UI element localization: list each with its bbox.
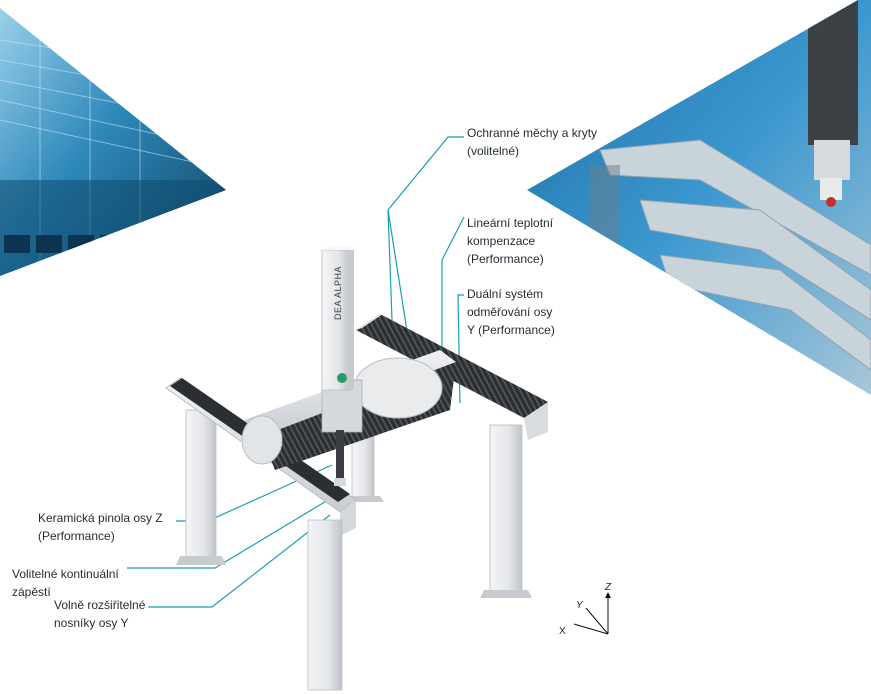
callout-dual-line-1: Duální systém bbox=[467, 287, 544, 301]
machine-brand: DEA ALPHA bbox=[333, 266, 343, 320]
axis-triad-icon bbox=[573, 592, 611, 635]
callout-beams-line-1: Volně rozšiřitelné bbox=[54, 598, 146, 612]
callout-beams-line-2: nosníky osy Y bbox=[54, 616, 129, 630]
callout-thermal-line-2: kompenzace bbox=[467, 234, 536, 248]
axis-label-z: Z bbox=[604, 582, 612, 593]
callout-thermal-line-1: Lineární teplotní bbox=[467, 216, 554, 230]
callout-thermal-line-3: (Performance) bbox=[467, 252, 544, 266]
callout-wrist-line-2: zápěstí bbox=[12, 585, 51, 599]
axis-label-y: Y bbox=[576, 600, 584, 611]
callout-quill-line-2: (Performance) bbox=[38, 529, 115, 543]
callout-bellows-line-1: Ochranné měchy a kryty bbox=[467, 126, 598, 140]
callout-beams: Volně rozšiřitelné nosníky osy Y bbox=[54, 596, 145, 632]
callout-dual-line-2: odměřování osy bbox=[467, 305, 553, 319]
cmm-machine: DEA ALPHA bbox=[165, 246, 548, 691]
callout-wrist: Volitelné kontinuální zápěstí bbox=[12, 565, 119, 601]
callout-bellows-line-2: (volitelné) bbox=[467, 144, 520, 158]
callout-wrist-line-1: Volitelné kontinuální bbox=[12, 567, 119, 581]
callout-thermal: Lineární teplotní kompenzace (Performanc… bbox=[467, 214, 553, 268]
callout-quill: Keramická pinola osy Z (Performance) bbox=[38, 509, 163, 545]
callout-quill-line-1: Keramická pinola osy Z bbox=[38, 511, 163, 525]
axis-label-x: X bbox=[559, 626, 566, 637]
callout-dual-line-3: Y (Performance) bbox=[467, 323, 555, 337]
factory-photo bbox=[0, 8, 226, 276]
callout-dual: Duální systém odměřování osy Y (Performa… bbox=[467, 285, 555, 339]
callout-bellows: Ochranné měchy a kryty (volitelné) bbox=[467, 124, 597, 160]
cmm-photo bbox=[527, 0, 871, 395]
